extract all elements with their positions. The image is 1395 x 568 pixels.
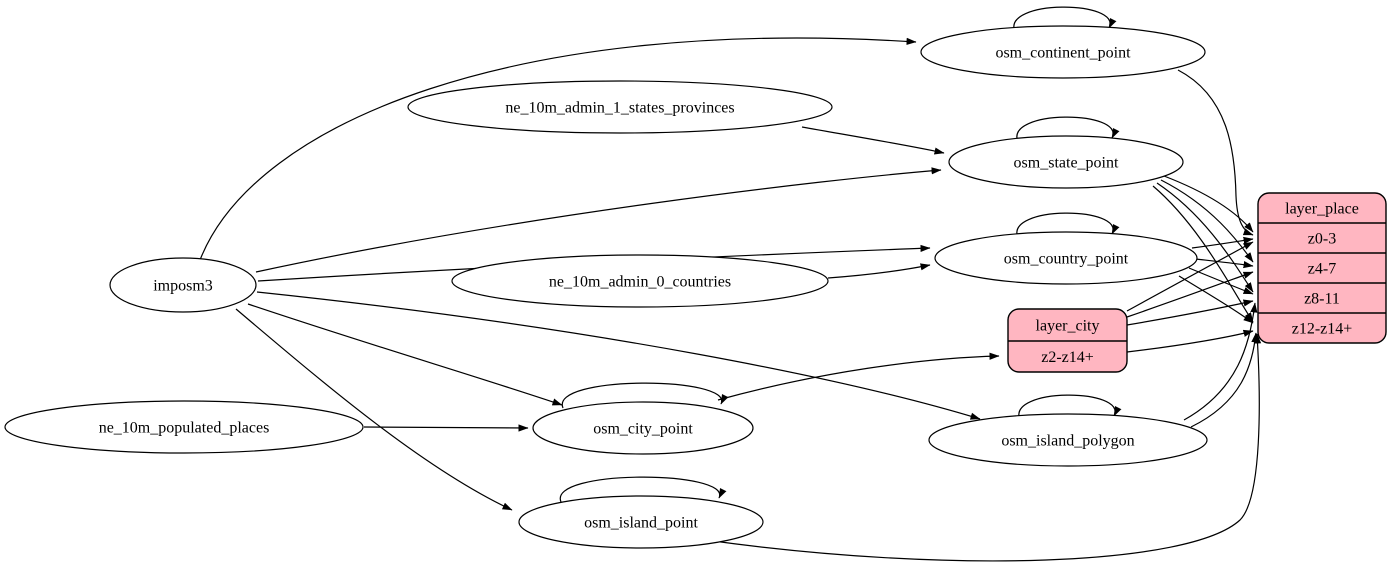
edge-osm_island_point-to-layer_place_z12_z14 — [705, 333, 1262, 562]
record-title-layer_city: layer_city — [1036, 318, 1100, 335]
edge-imposm3-to-osm_city_point — [247, 303, 563, 406]
edge-imposm3-to-osm_island_point — [235, 308, 513, 511]
node-imposm3: imposm3 — [109, 257, 257, 313]
edge-layer_city-to-layer_place_z8_11 — [1126, 299, 1254, 326]
node-label-osm_island_polygon: osm_island_polygon — [1001, 433, 1134, 450]
edge-layer_city-to-layer_place_z12_z14 — [1126, 329, 1254, 353]
edges-layer — [199, 37, 1262, 562]
edge-osm_country_point-to-layer_place_z0_3 — [1191, 236, 1254, 249]
node-ne_10m_populated_places: ne_10m_populated_places — [4, 400, 364, 454]
self-loop-osm_island_point — [560, 476, 727, 503]
node-label-ne_10m_populated_places: ne_10m_populated_places — [99, 420, 270, 437]
node-label-ne_10m_admin_1_states_provinces: ne_10m_admin_1_states_provinces — [505, 100, 734, 117]
edge-osm_country_point-to-layer_place_z4_7 — [1195, 258, 1254, 269]
record-row-layer_place-1: z4-7 — [1308, 261, 1336, 278]
nodes-layer: imposm3ne_10m_admin_1_states_provincesos… — [4, 6, 1387, 549]
edge-osm_state_point-to-layer_place_z4_7 — [1160, 179, 1254, 263]
node-ne_10m_admin_1_states_provinces: ne_10m_admin_1_states_provinces — [407, 80, 833, 134]
edge-ne_10m_populated_places-to-osm_city_point — [363, 424, 529, 432]
node-osm_island_point: osm_island_point — [518, 476, 764, 549]
edge-osm_island_polygon-to-layer_place_z8_11 — [1183, 302, 1258, 421]
edge-imposm3-to-osm_continent_point — [199, 37, 917, 261]
edge-osm_country_point-to-layer_place_z8_11 — [1188, 267, 1254, 295]
node-label-osm_island_point: osm_island_point — [584, 515, 698, 532]
self-loop-osm_country_point — [1016, 212, 1120, 239]
record-row-layer_city-0: z2-z14+ — [1041, 349, 1094, 366]
self-loop-osm_state_point — [1016, 116, 1120, 143]
edge-osm_city_point-to-layer_city — [717, 352, 1000, 401]
node-osm_city_point: osm_city_point — [532, 382, 754, 455]
edge-layer_city-to-layer_place_z0_3 — [1126, 241, 1254, 312]
edge-layer_city-to-layer_place_z4_7 — [1126, 271, 1254, 318]
edge-osm_country_point-to-layer_place_z12_z14 — [1178, 275, 1254, 324]
edge-osm_state_point-to-layer_place_z12_z14 — [1152, 185, 1254, 323]
record-title-layer_place: layer_place — [1285, 201, 1359, 218]
edge-imposm3-to-osm_state_point — [255, 167, 942, 273]
record-row-layer_place-2: z8-11 — [1304, 291, 1340, 308]
node-label-imposm3: imposm3 — [153, 278, 213, 295]
node-label-ne_10m_admin_0_countries: ne_10m_admin_0_countries — [549, 274, 731, 291]
node-label-osm_city_point: osm_city_point — [593, 421, 693, 438]
node-osm_country_point: osm_country_point — [934, 212, 1198, 285]
self-loop-osm_continent_point — [1013, 6, 1117, 33]
node-osm_state_point: osm_state_point — [948, 116, 1184, 189]
node-label-osm_state_point: osm_state_point — [1014, 155, 1119, 172]
edge-imposm3-to-osm_island_polygon — [256, 291, 981, 420]
edge-osm_continent_point-to-layer_place_z0_3 — [1177, 69, 1254, 236]
node-osm_continent_point: osm_continent_point — [920, 6, 1206, 79]
self-loop-osm_island_polygon — [1018, 394, 1122, 421]
edge-osm_state_point-to-layer_place_z0_3 — [1163, 175, 1254, 233]
edge-osm_island_polygon-to-layer_place_z12_z14 — [1190, 332, 1259, 428]
self-loop-osm_city_point — [562, 382, 729, 409]
edge-ne_10m_admin_1_states_provinces-to-osm_state_point — [801, 126, 945, 155]
record-row-layer_place-0: z0-3 — [1308, 231, 1336, 248]
edge-ne_10m_admin_0_countries-to-osm_country_point — [827, 263, 931, 279]
edge-osm_state_point-to-layer_place_z8_11 — [1156, 182, 1254, 293]
node-layer_city: layer_city z2-z14+ — [1007, 308, 1128, 373]
node-osm_island_polygon: osm_island_polygon — [928, 394, 1208, 467]
node-ne_10m_admin_0_countries: ne_10m_admin_0_countries — [451, 254, 829, 308]
node-label-osm_country_point: osm_country_point — [1004, 251, 1129, 268]
node-label-osm_continent_point: osm_continent_point — [995, 45, 1131, 62]
record-row-layer_place-3: z12-z14+ — [1292, 321, 1353, 338]
node-layer_place: layer_place z0-3 z4-7 z8-11 z12-z14+ — [1257, 192, 1387, 344]
